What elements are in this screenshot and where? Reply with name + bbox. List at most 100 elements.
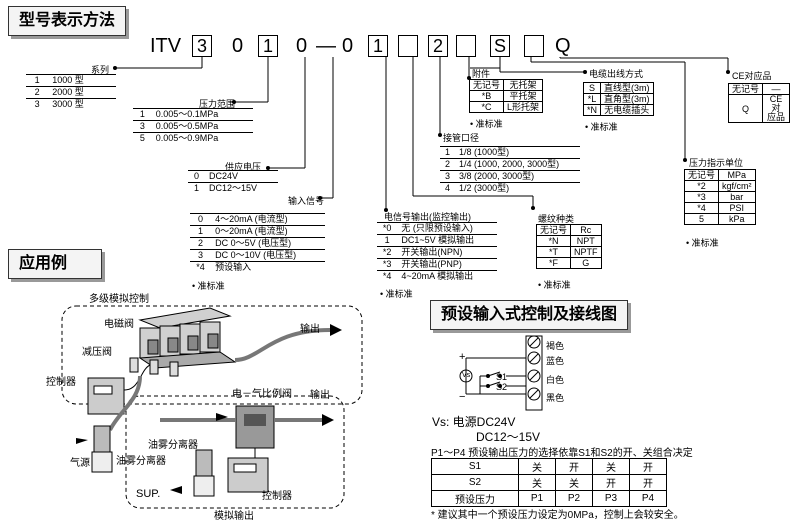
code-bracket-box <box>398 35 418 57</box>
app-source-label: 气源 <box>70 458 90 469</box>
bracket-label: 附件 <box>472 69 491 79</box>
app-controller-label: 控制器 <box>46 377 76 388</box>
code-port-box: 2 <box>428 35 448 57</box>
wire-blue: 蓝色 <box>546 356 565 366</box>
thread-note: • 准标准 <box>538 280 571 290</box>
app-out2-label: 输出 <box>310 390 330 401</box>
vs-desc-1: Vs: 电源DC24V <box>432 415 516 429</box>
input-note: • 准标准 <box>192 281 225 291</box>
vs-desc-2: DC12～15V <box>476 430 541 444</box>
output-label: 电信号输出(监控输出) <box>384 212 471 222</box>
app-out1-label: 输出 <box>300 324 320 335</box>
wiring-diagram <box>459 335 543 411</box>
switch-s2-label: S2 <box>496 382 508 392</box>
connector-lines <box>113 57 730 212</box>
code-thread-box <box>456 35 476 57</box>
cable-note: • 准标准 <box>585 122 618 132</box>
section-title-application: 应用例 <box>8 249 102 279</box>
code-ce: Q <box>555 35 571 57</box>
port-label: 接管口径 <box>443 133 480 143</box>
code-pressure-box: 1 <box>258 35 278 57</box>
app-multi-label: 多级模拟控制 <box>89 294 149 305</box>
ce-label: CE对应品 <box>732 71 772 81</box>
table-row: 无记号无托架 <box>468 79 544 91</box>
application-diagram <box>61 305 363 509</box>
code-output-box: 1 <box>368 35 388 57</box>
app-ep-label: 电－气比例阀 <box>232 389 292 400</box>
unit-note: • 准标准 <box>686 238 719 248</box>
section-title-preset: 预设输入式控制及接线图 <box>430 300 629 330</box>
app-solenoid-label: 电磁阀 <box>104 319 134 330</box>
app-mist1-label: 油雾分离器 <box>148 440 198 451</box>
preset-description: P1～P4 预设输出压力的选择依靠S1和S2的开、关组合决定 <box>431 448 693 459</box>
cable-label: 电缆出线方式 <box>589 69 644 79</box>
code-digit: 0 <box>342 35 354 57</box>
code-digit: 0 <box>296 35 308 57</box>
footnote: * 建议其中一个预设压力设定为0MPa，控制上会较安全。 <box>431 510 684 521</box>
table-row: 无记号— <box>727 83 790 95</box>
unit-label: 压力指示单位 <box>689 158 744 168</box>
input-label: 输入信号 <box>288 196 325 206</box>
code-unit-box <box>524 35 544 57</box>
minus-sign: − <box>459 391 466 403</box>
app-reducer-label: 减压阀 <box>82 347 112 358</box>
code-series-box: 3 <box>192 35 212 57</box>
code-cable-box: S <box>490 35 510 57</box>
app-controller2-label: 控制器 <box>262 491 292 502</box>
pressure-label: 压力范围 <box>199 99 236 109</box>
voltage-label: 供应电压 <box>225 162 262 172</box>
wire-white: 白色 <box>546 375 565 385</box>
thread-label: 螺纹种类 <box>538 214 575 224</box>
section-title-model: 型号表示方法 <box>8 6 127 36</box>
series-label: 系列 <box>91 65 110 75</box>
code-dash: — <box>316 35 336 57</box>
output-note: • 准标准 <box>380 289 413 299</box>
vs-symbol: Vs <box>462 372 471 379</box>
